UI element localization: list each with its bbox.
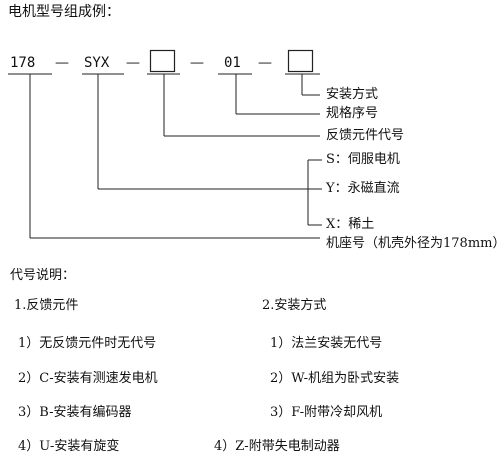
legend-left-item: 3）B-安装有编码器 (18, 405, 132, 420)
label-feedback: 反馈元件代号 (326, 128, 405, 143)
legend-right-item: 1）法兰安装无代号 (270, 336, 383, 351)
legend-left-title: 1.反馈元件 (14, 298, 79, 313)
mount-code-box (287, 49, 314, 73)
legend-left-item: 4）U-安装有旋变 (18, 439, 120, 454)
code-spec: 01 (224, 55, 241, 71)
label-series-s: S：伺服电机 (326, 152, 400, 167)
label-frame: 机座号（机壳外径为178mm） (326, 236, 500, 251)
code-dash: — (55, 55, 69, 71)
feedback-code-box (149, 49, 176, 73)
code-dash: — (126, 55, 140, 71)
code-dash: — (190, 55, 204, 71)
legend-right-item: 4）Z-附带失电制动器 (214, 439, 340, 454)
legend-left-item: 2）C-安装有测速发电机 (18, 371, 158, 386)
legend-right-title: 2.安装方式 (262, 298, 327, 313)
label-spec: 规格序号 (326, 106, 379, 121)
legend-left-item: 1）无反馈元件时无代号 (18, 336, 157, 351)
code-dash: — (258, 55, 272, 71)
label-series-x: X：稀土 (326, 217, 375, 232)
label-mount: 安装方式 (326, 87, 379, 102)
code-series: SYX (84, 55, 110, 71)
code-frame: 178 (10, 55, 36, 71)
diagram-title: 电机型号组成例： (8, 4, 120, 20)
legend-heading: 代号说明： (10, 268, 76, 283)
label-series-y: Y：永磁直流 (326, 181, 400, 196)
legend-right-item: 3）F-附带冷却风机 (270, 405, 383, 420)
legend-right-item: 2）W-机组为卧式安装 (270, 371, 400, 386)
